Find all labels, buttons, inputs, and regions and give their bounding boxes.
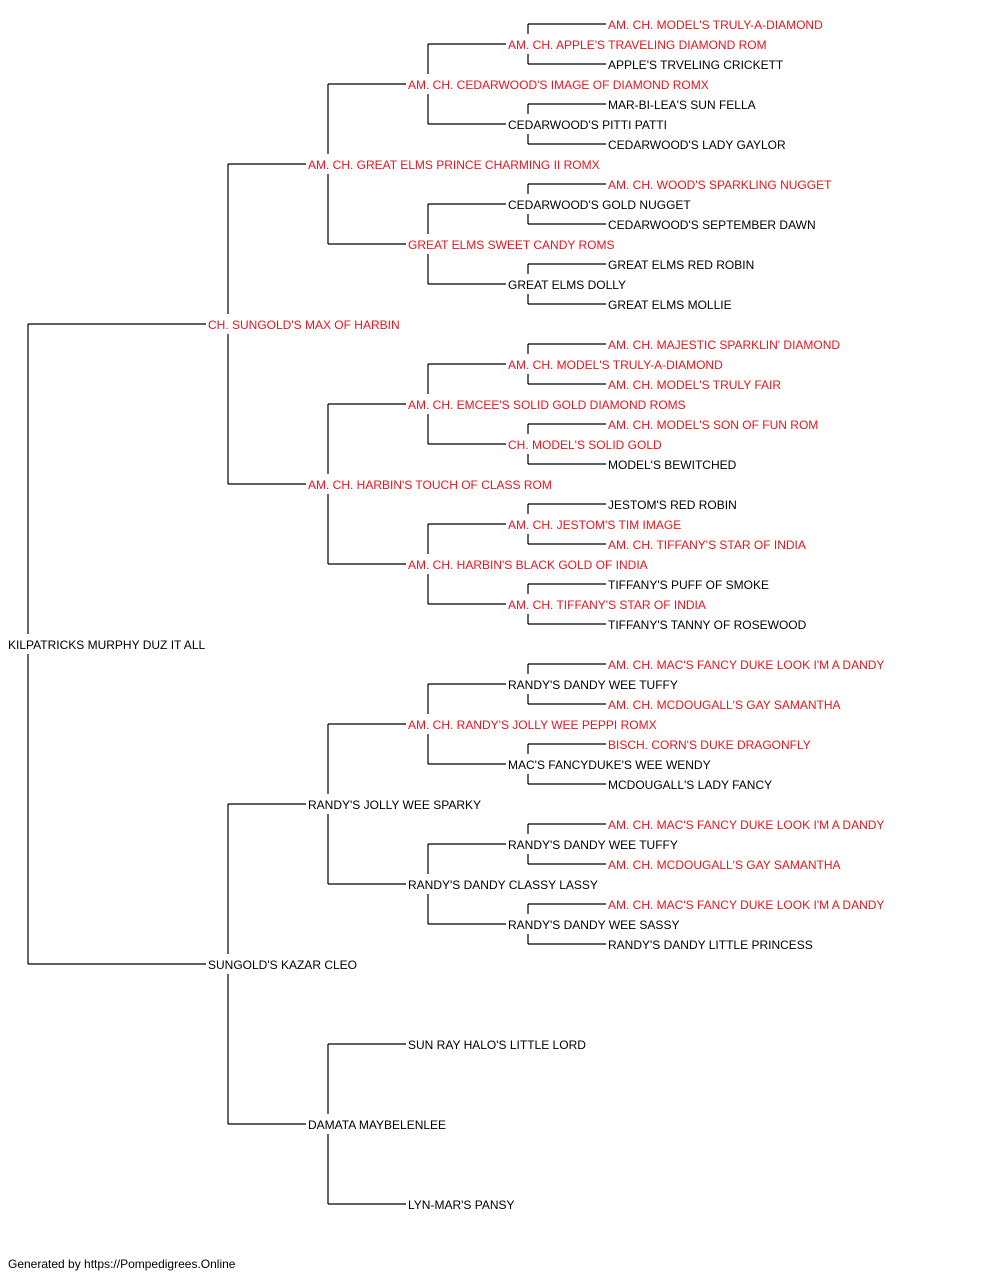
pedigree-name-gen5: TIFFANY'S PUFF OF SMOKE — [608, 578, 769, 592]
pedigree-name-gen5: JESTOM'S RED ROBIN — [608, 498, 737, 512]
pedigree-name-gen5: MCDOUGALL'S LADY FANCY — [608, 778, 772, 792]
pedigree-name-gen5: RANDY'S DANDY LITTLE PRINCESS — [608, 938, 813, 952]
pedigree-name-gen4: CEDARWOOD'S PITTI PATTI — [508, 118, 667, 132]
pedigree-name-gen5: GREAT ELMS MOLLIE — [608, 298, 732, 312]
pedigree-name-gen5: MODEL'S BEWITCHED — [608, 458, 737, 472]
pedigree-name-gen4: RANDY'S DANDY WEE TUFFY — [508, 678, 678, 692]
pedigree-name-gen4: AM. CH. APPLE'S TRAVELING DIAMOND ROM — [508, 38, 767, 52]
pedigree-name-gen5: AM. CH. MAC'S FANCY DUKE LOOK I'M A DAND… — [608, 898, 884, 912]
pedigree-name-gen5: AM. CH. TIFFANY'S STAR OF INDIA — [608, 538, 806, 552]
pedigree-name-gen4: AM. CH. TIFFANY'S STAR OF INDIA — [508, 598, 706, 612]
pedigree-name-gen1: CH. SUNGOLD'S MAX OF HARBIN — [208, 318, 400, 332]
pedigree-name-gen5: BISCH. CORN'S DUKE DRAGONFLY — [608, 738, 811, 752]
pedigree-name-gen1: SUNGOLD'S KAZAR CLEO — [208, 958, 357, 972]
pedigree-name-gen2: AM. CH. HARBIN'S TOUCH OF CLASS ROM — [308, 478, 552, 492]
pedigree-name-gen4: CH. MODEL'S SOLID GOLD — [508, 438, 662, 452]
pedigree-name-gen5: APPLE'S TRVELING CRICKETT — [608, 58, 784, 72]
pedigree-name-gen5: MAR-BI-LEA'S SUN FELLA — [608, 98, 756, 112]
pedigree-name-gen5: AM. CH. MAJESTIC SPARKLIN' DIAMOND — [608, 338, 840, 352]
pedigree-name-gen4: GREAT ELMS DOLLY — [508, 278, 626, 292]
pedigree-name-gen5: AM. CH. MAC'S FANCY DUKE LOOK I'M A DAND… — [608, 658, 884, 672]
pedigree-name-gen4: CEDARWOOD'S GOLD NUGGET — [508, 198, 691, 212]
pedigree-name-gen5: AM. CH. MODEL'S TRULY FAIR — [608, 378, 781, 392]
pedigree-name-gen4: AM. CH. MODEL'S TRULY-A-DIAMOND — [508, 358, 723, 372]
pedigree-name-gen2: DAMATA MAYBELENLEE — [308, 1118, 446, 1132]
pedigree-name-gen2: RANDY'S JOLLY WEE SPARKY — [308, 798, 481, 812]
pedigree-name-gen5: CEDARWOOD'S LADY GAYLOR — [608, 138, 786, 152]
pedigree-name-gen3: AM. CH. CEDARWOOD'S IMAGE OF DIAMOND ROM… — [408, 78, 709, 92]
pedigree-name-gen3: AM. CH. EMCEE'S SOLID GOLD DIAMOND ROMS — [408, 398, 686, 412]
pedigree-name-gen4: AM. CH. JESTOM'S TIM IMAGE — [508, 518, 681, 532]
pedigree-name-gen5: AM. CH. MODEL'S TRULY-A-DIAMOND — [608, 18, 823, 32]
pedigree-name-gen4: RANDY'S DANDY WEE TUFFY — [508, 838, 678, 852]
pedigree-name-gen3: SUN RAY HALO'S LITTLE LORD — [408, 1038, 586, 1052]
pedigree-name-gen3: RANDY'S DANDY CLASSY LASSY — [408, 878, 598, 892]
pedigree-name-gen5: GREAT ELMS RED ROBIN — [608, 258, 754, 272]
pedigree-name-gen4: RANDY'S DANDY WEE SASSY — [508, 918, 679, 932]
pedigree-tree: KILPATRICKS MURPHY DUZ IT ALL CH. SUNGOLD… — [8, 18, 884, 1212]
pedigree-name-gen3: AM. CH. HARBIN'S BLACK GOLD OF INDIA — [408, 558, 648, 572]
pedigree-name-gen5: TIFFANY'S TANNY OF ROSEWOOD — [608, 618, 807, 632]
pedigree-name-gen5: AM. CH. WOOD'S SPARKLING NUGGET — [608, 178, 832, 192]
generated-by-footer: Generated by https://Pompedigrees.Online — [8, 1257, 236, 1271]
pedigree-name-gen4: MAC'S FANCYDUKE'S WEE WENDY — [508, 758, 711, 772]
pedigree-name-gen3: GREAT ELMS SWEET CANDY ROMS — [408, 238, 614, 252]
pedigree-name-gen5: AM. CH. MAC'S FANCY DUKE LOOK I'M A DAND… — [608, 818, 884, 832]
pedigree-name-gen5: AM. CH. MODEL'S SON OF FUN ROM — [608, 418, 818, 432]
pedigree-name-gen2: AM. CH. GREAT ELMS PRINCE CHARMING II RO… — [308, 158, 600, 172]
pedigree-name-gen0: KILPATRICKS MURPHY DUZ IT ALL — [8, 638, 205, 652]
pedigree-name-gen5: AM. CH. MCDOUGALL'S GAY SAMANTHA — [608, 698, 841, 712]
pedigree-name-gen3: AM. CH. RANDY'S JOLLY WEE PEPPI ROMX — [408, 718, 657, 732]
pedigree-name-gen5: AM. CH. MCDOUGALL'S GAY SAMANTHA — [608, 858, 841, 872]
pedigree-name-gen5: CEDARWOOD'S SEPTEMBER DAWN — [608, 218, 816, 232]
pedigree-name-gen3: LYN-MAR'S PANSY — [408, 1198, 515, 1212]
